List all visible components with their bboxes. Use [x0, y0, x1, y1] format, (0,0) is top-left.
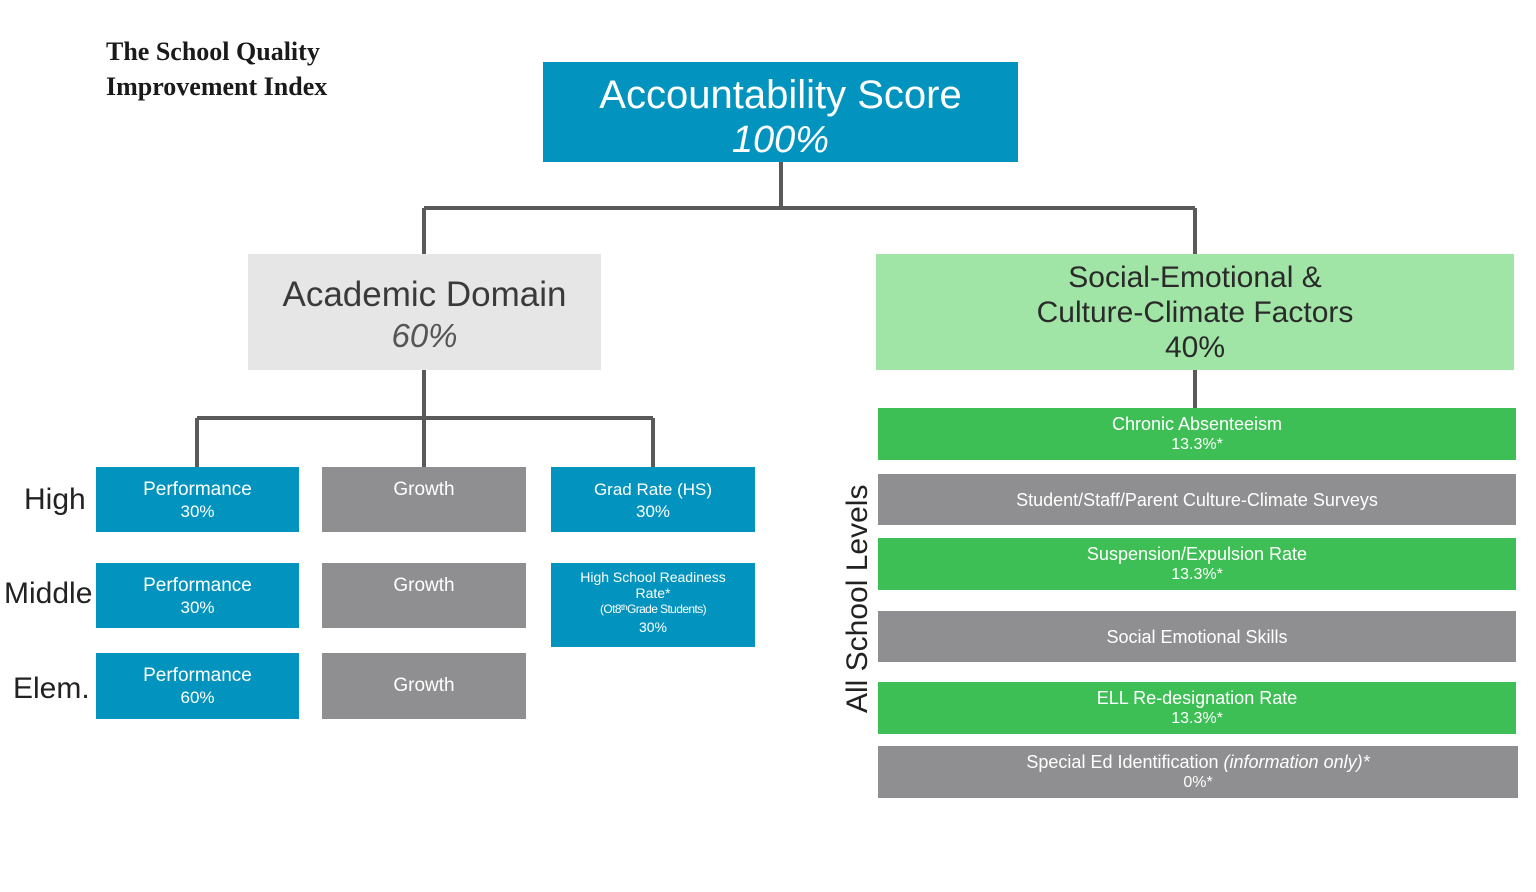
- factor-suspension-expulsion-label: Suspension/Expulsion Rate: [1086, 544, 1308, 564]
- factor-ell-redesignation-label: ELL Re-designation Rate: [1096, 688, 1298, 708]
- middle-performance-percent: 30%: [180, 598, 215, 617]
- factor-social-emotional-skills-label: Social Emotional Skills: [1106, 626, 1288, 647]
- academic-domain-box: Academic Domain 60%: [248, 254, 601, 370]
- social-emotional-label-line1: Social-Emotional &: [1068, 261, 1322, 294]
- factor-special-ed-identification-percent: 0%*: [1183, 774, 1213, 791]
- middle-readiness-percent: 30%: [638, 619, 668, 635]
- factor-culture-climate-surveys: Student/Staff/Parent Culture-Climate Sur…: [878, 474, 1516, 525]
- factor-special-ed-identification-note: (information only)*: [1223, 752, 1370, 772]
- factor-special-ed-identification-text: Special Ed Identification: [1026, 752, 1224, 772]
- high-growth-box: Growth: [322, 467, 526, 532]
- middle-growth-label: Growth: [393, 575, 455, 596]
- row-label-middle: Middle: [4, 577, 93, 610]
- social-emotional-box: Social-Emotional & Culture-Climate Facto…: [876, 254, 1514, 370]
- diagram-title-line2: Improvement Index: [106, 72, 328, 101]
- middle-readiness-label-line2: Rate*: [635, 585, 671, 601]
- factor-suspension-expulsion: Suspension/Expulsion Rate 13.3%*: [878, 538, 1516, 590]
- academic-domain-percent: 60%: [391, 317, 458, 354]
- high-grad-rate-percent: 30%: [635, 502, 671, 521]
- middle-performance-label: Performance: [143, 575, 252, 596]
- middle-readiness-label-line1: High School Readiness: [580, 569, 726, 585]
- accountability-score-label: Accountability Score: [599, 73, 962, 117]
- factor-social-emotional-skills: Social Emotional Skills: [878, 611, 1516, 662]
- factor-chronic-absenteeism-label: Chronic Absenteeism: [1111, 414, 1283, 434]
- high-performance-percent: 30%: [180, 502, 215, 521]
- high-grad-rate-label: Grad Rate (HS): [593, 480, 713, 499]
- factor-chronic-absenteeism-percent: 13.3%*: [1171, 436, 1223, 453]
- high-grad-rate-box: Grad Rate (HS) 30%: [551, 467, 755, 532]
- high-performance-box: Performance 30%: [96, 467, 299, 532]
- diagram-title: The School Quality Improvement Index: [106, 34, 406, 104]
- factor-special-ed-identification-label: Special Ed Identification (information o…: [1026, 751, 1369, 773]
- social-emotional-label-line2: Culture-Climate Factors: [1036, 296, 1354, 329]
- factor-special-ed-identification: Special Ed Identification (information o…: [878, 746, 1518, 798]
- accountability-score-box: Accountability Score 100%: [543, 62, 1018, 162]
- row-label-elem: Elem.: [13, 672, 90, 705]
- high-performance-label: Performance: [143, 479, 252, 500]
- social-emotional-percent: 40%: [1164, 331, 1226, 364]
- middle-readiness-label-line3: (Ot8ᵗʰGrade Students): [599, 602, 707, 616]
- elem-performance-box: Performance 60%: [96, 653, 299, 719]
- all-school-levels-label: All School Levels: [841, 484, 874, 713]
- middle-growth-box: Growth: [322, 563, 526, 628]
- row-label-high: High: [24, 483, 86, 516]
- middle-readiness-box: High School Readiness Rate* (Ot8ᵗʰGrade …: [551, 563, 755, 647]
- academic-domain-label: Academic Domain: [282, 275, 567, 314]
- factor-ell-redesignation-percent: 13.3%*: [1171, 710, 1223, 727]
- diagram-title-line1: The School Quality: [106, 37, 320, 66]
- factor-chronic-absenteeism: Chronic Absenteeism 13.3%*: [878, 408, 1516, 460]
- factor-culture-climate-surveys-label: Student/Staff/Parent Culture-Climate Sur…: [1016, 489, 1378, 510]
- elem-growth-box: Growth: [322, 653, 526, 719]
- middle-performance-box: Performance 30%: [96, 563, 299, 628]
- high-growth-label: Growth: [393, 479, 455, 500]
- elem-performance-label: Performance: [143, 665, 252, 686]
- accountability-score-percent: 100%: [731, 119, 830, 161]
- elem-performance-percent: 60%: [180, 688, 215, 707]
- factor-ell-redesignation: ELL Re-designation Rate 13.3%*: [878, 682, 1516, 734]
- factor-suspension-expulsion-percent: 13.3%*: [1171, 566, 1223, 583]
- elem-growth-label: Growth: [393, 675, 455, 696]
